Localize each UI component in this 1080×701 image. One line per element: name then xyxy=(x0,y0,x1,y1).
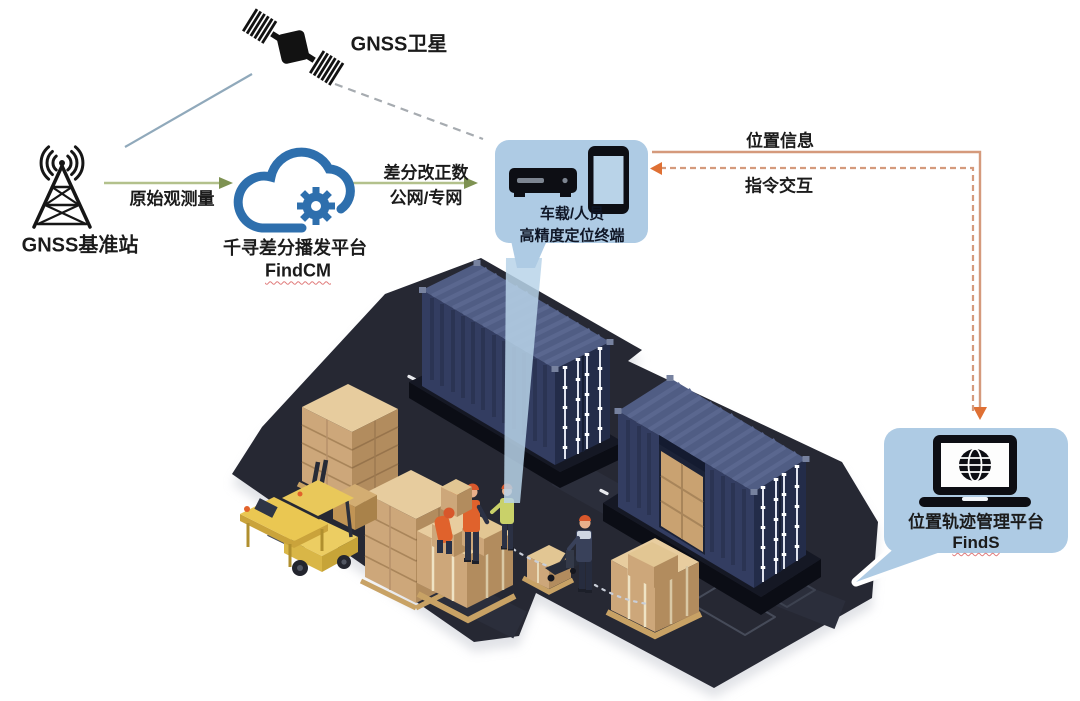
satellite-to-terminal-link xyxy=(334,82,484,141)
worker-with-pallet-jack xyxy=(545,515,592,593)
command-exchange-label: 指令交互 xyxy=(745,176,813,196)
diff-correction-label-2: 公网/专网 xyxy=(389,188,463,208)
raw-observation-label: 原始观测量 xyxy=(129,189,215,209)
gnss-receiver-icon xyxy=(509,168,577,197)
terminal-box-tail xyxy=(510,236,549,268)
positioning-beam xyxy=(504,258,542,503)
position-info-label: 位置信息 xyxy=(746,131,814,151)
satellite-to-station-link xyxy=(124,73,253,148)
carton-stack xyxy=(296,384,404,514)
terminal-label-1: 车载/人员 xyxy=(539,205,605,223)
work-table xyxy=(240,497,328,567)
gear-icon xyxy=(297,187,335,225)
position-info-line xyxy=(652,150,987,420)
satellite-icon xyxy=(242,8,345,86)
finds-label: 位置轨迹管理平台 xyxy=(908,512,1044,532)
command-exchange-line xyxy=(650,162,975,411)
finds-product: FindS xyxy=(952,533,1000,552)
worker-crouching xyxy=(434,479,472,554)
warehouse-scene xyxy=(232,258,878,698)
cloud-platform-label: 千寻差分播发平台 xyxy=(223,238,367,258)
base-station-icon xyxy=(32,145,92,229)
terminal-label-2: 高精度定位终端 xyxy=(519,227,625,245)
pallet-boxes xyxy=(605,538,703,640)
differential-correction-arrow xyxy=(352,177,478,189)
cloud-platform-product: FindCM xyxy=(265,260,331,281)
smartphone-icon xyxy=(588,146,629,214)
container-right xyxy=(614,375,810,588)
raw-observation-arrow xyxy=(104,177,233,189)
laptop-globe-icon xyxy=(919,435,1031,507)
satellite-label: GNSS卫星 xyxy=(350,33,448,56)
base-station-label: GNSS基准站 xyxy=(21,234,139,257)
finds-box-tail2 xyxy=(856,546,949,582)
cloud-icon xyxy=(233,147,355,233)
route-trail xyxy=(511,547,650,606)
diff-correction-label-1: 差分改正数 xyxy=(383,163,469,183)
